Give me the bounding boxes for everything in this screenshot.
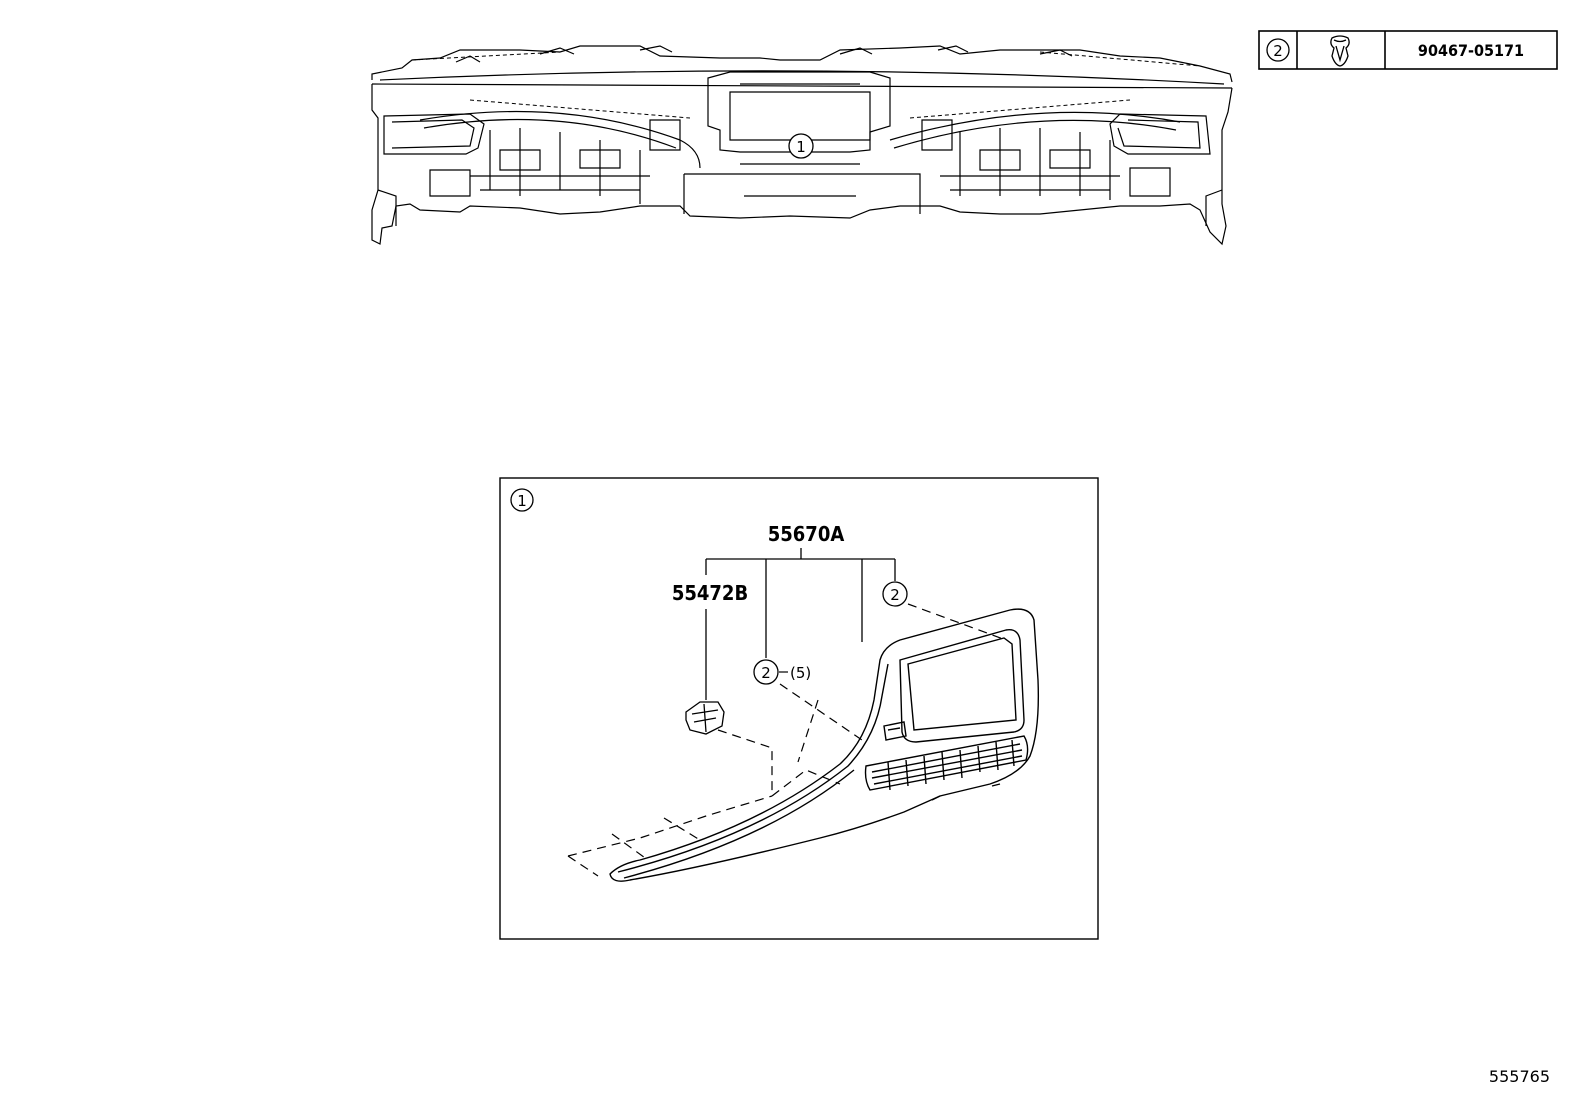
clip-callout-lower xyxy=(753,659,779,685)
legend-table xyxy=(1258,30,1558,70)
detail-callout-number: 1 xyxy=(517,492,527,510)
clip-callout-upper-number: 2 xyxy=(890,586,900,604)
diagram-id: 555765 xyxy=(1489,1067,1550,1086)
clip-icon xyxy=(1330,35,1350,67)
clip-callout-upper xyxy=(882,581,908,607)
top-view-callout-circle xyxy=(788,133,814,159)
instrument-panel-drawing xyxy=(371,45,1233,246)
legend-callout-number: 2 xyxy=(1273,42,1283,60)
clip-part-drawing xyxy=(685,701,725,735)
trim-panel-drawing xyxy=(609,608,1039,882)
instrument-panel-detail-dashes xyxy=(411,51,1201,119)
legend-part-number: 90467-05171 xyxy=(1418,41,1524,60)
detail-callout-circle xyxy=(510,488,534,512)
clip-callout-lower-number: 2 xyxy=(761,664,771,682)
detail-frame xyxy=(499,477,1099,940)
part-label-55472b: 55472B xyxy=(672,581,748,605)
leader-lines xyxy=(705,548,896,700)
part-label-55670a: 55670A xyxy=(768,522,845,546)
quantity-note: (5) xyxy=(790,664,811,682)
legend-callout-circle xyxy=(1266,38,1290,62)
assembly-dash-lines xyxy=(567,603,1007,877)
top-view-callout-number: 1 xyxy=(796,138,806,156)
